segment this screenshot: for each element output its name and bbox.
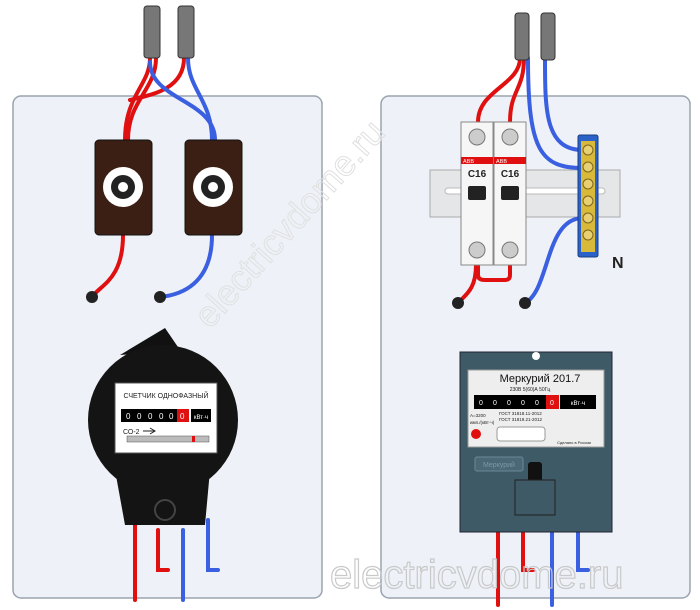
digit: 0: [521, 400, 525, 407]
digit: 0: [479, 400, 483, 407]
circuit-breaker-2: ABB C16: [493, 121, 527, 266]
neutral-label: N: [612, 255, 624, 272]
digit: 0: [169, 412, 174, 421]
left-input-cables: [143, 5, 195, 59]
digit-red: 0: [550, 400, 554, 407]
terminal-dot: [452, 297, 464, 309]
breaker-brand: ABB: [496, 159, 507, 165]
watermark: electricvdome.ru: [330, 553, 623, 597]
terminal-dot: [519, 297, 531, 309]
digit-red: 0: [180, 412, 185, 421]
breaker-toggle[interactable]: [501, 186, 519, 200]
right-input-cables: [514, 12, 556, 61]
breaker-rating: C16: [501, 169, 520, 180]
digit: 0: [507, 400, 511, 407]
right-panel: [380, 95, 691, 599]
induction-meter: СЧЕТЧИК ОДНОФАЗНЫЙ 0 0 0 0 0 0 кВт·ч СО-…: [88, 328, 238, 525]
mercury-meter: Меркурий 201.7 230В 5(60)А 50Гц 0 0 0 0 …: [459, 351, 613, 533]
fuse-2: [184, 139, 243, 236]
terminal-dot: [86, 291, 98, 303]
meter-front-label: Меркурий: [483, 461, 515, 469]
digit: 0: [137, 412, 142, 421]
meter-rating: 230В 5(60)А 50Гц: [510, 387, 551, 393]
digit: 0: [535, 400, 539, 407]
right-wires: [456, 56, 590, 607]
digit: 0: [159, 412, 164, 421]
digit: 0: [493, 400, 497, 407]
pulse-led: [471, 429, 481, 439]
digit: 0: [126, 412, 131, 421]
meter-title: СЧЕТЧИК ОДНОФАЗНЫЙ: [124, 391, 209, 400]
terminal-dot: [154, 291, 166, 303]
breaker-brand: ABB: [463, 159, 474, 165]
meter-unit: кВт·ч: [194, 415, 208, 421]
meter-unit: кВт·ч: [571, 401, 585, 407]
neutral-bus-bar: [577, 134, 599, 258]
seal-screw: [528, 462, 542, 482]
gost-1: ГОСТ 31818.11-2012: [499, 411, 542, 416]
meter-model: СО-2: [123, 429, 140, 436]
breaker-rating: C16: [468, 169, 487, 180]
left-wires: [90, 56, 220, 602]
made-in: Сделано в России: [557, 440, 591, 445]
digit: 0: [148, 412, 153, 421]
fuse-1: [94, 139, 153, 236]
meter-brand: Меркурий 201.7: [500, 373, 581, 385]
meter-constant: А=3200: [470, 413, 486, 418]
meter-constant-unit: имп./(кВт·ч): [470, 420, 495, 425]
breaker-toggle[interactable]: [468, 186, 486, 200]
circuit-breaker-1: ABB C16: [460, 121, 494, 266]
gost-2: ГОСТ 31819.21-2012: [499, 417, 543, 422]
